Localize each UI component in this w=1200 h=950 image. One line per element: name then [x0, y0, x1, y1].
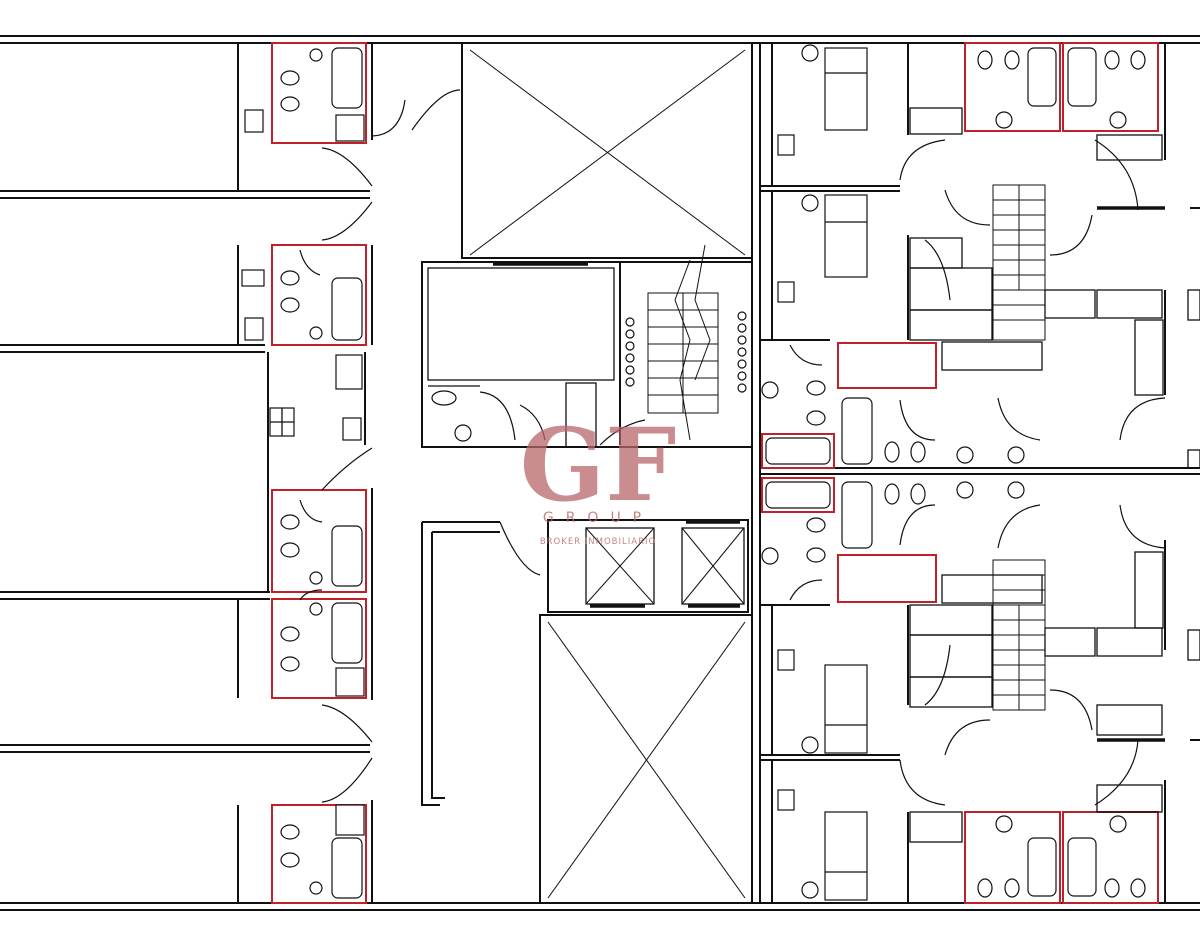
watermark-logo: GF GROUP BROKER INMOBILIARIO	[520, 406, 676, 547]
right-bath-fixtures	[761, 47, 1146, 898]
right-beds	[777, 44, 868, 901]
right-closets	[909, 107, 1200, 843]
right-bathrooms	[761, 42, 1159, 904]
right-wing-walls	[760, 43, 1200, 903]
watermark-group-text: GROUP	[543, 510, 653, 526]
right-stairs	[992, 184, 1046, 711]
left-wing-partitions	[0, 43, 373, 903]
left-bath-fixtures	[241, 47, 365, 899]
left-corridor-doors	[299, 89, 461, 803]
central-core	[421, 42, 761, 904]
watermark-tagline: BROKER INMOBILIARIO	[540, 537, 656, 547]
right-doors	[789, 139, 1166, 806]
left-bathrooms	[271, 42, 367, 904]
watermark-monogram: GF	[520, 406, 676, 524]
